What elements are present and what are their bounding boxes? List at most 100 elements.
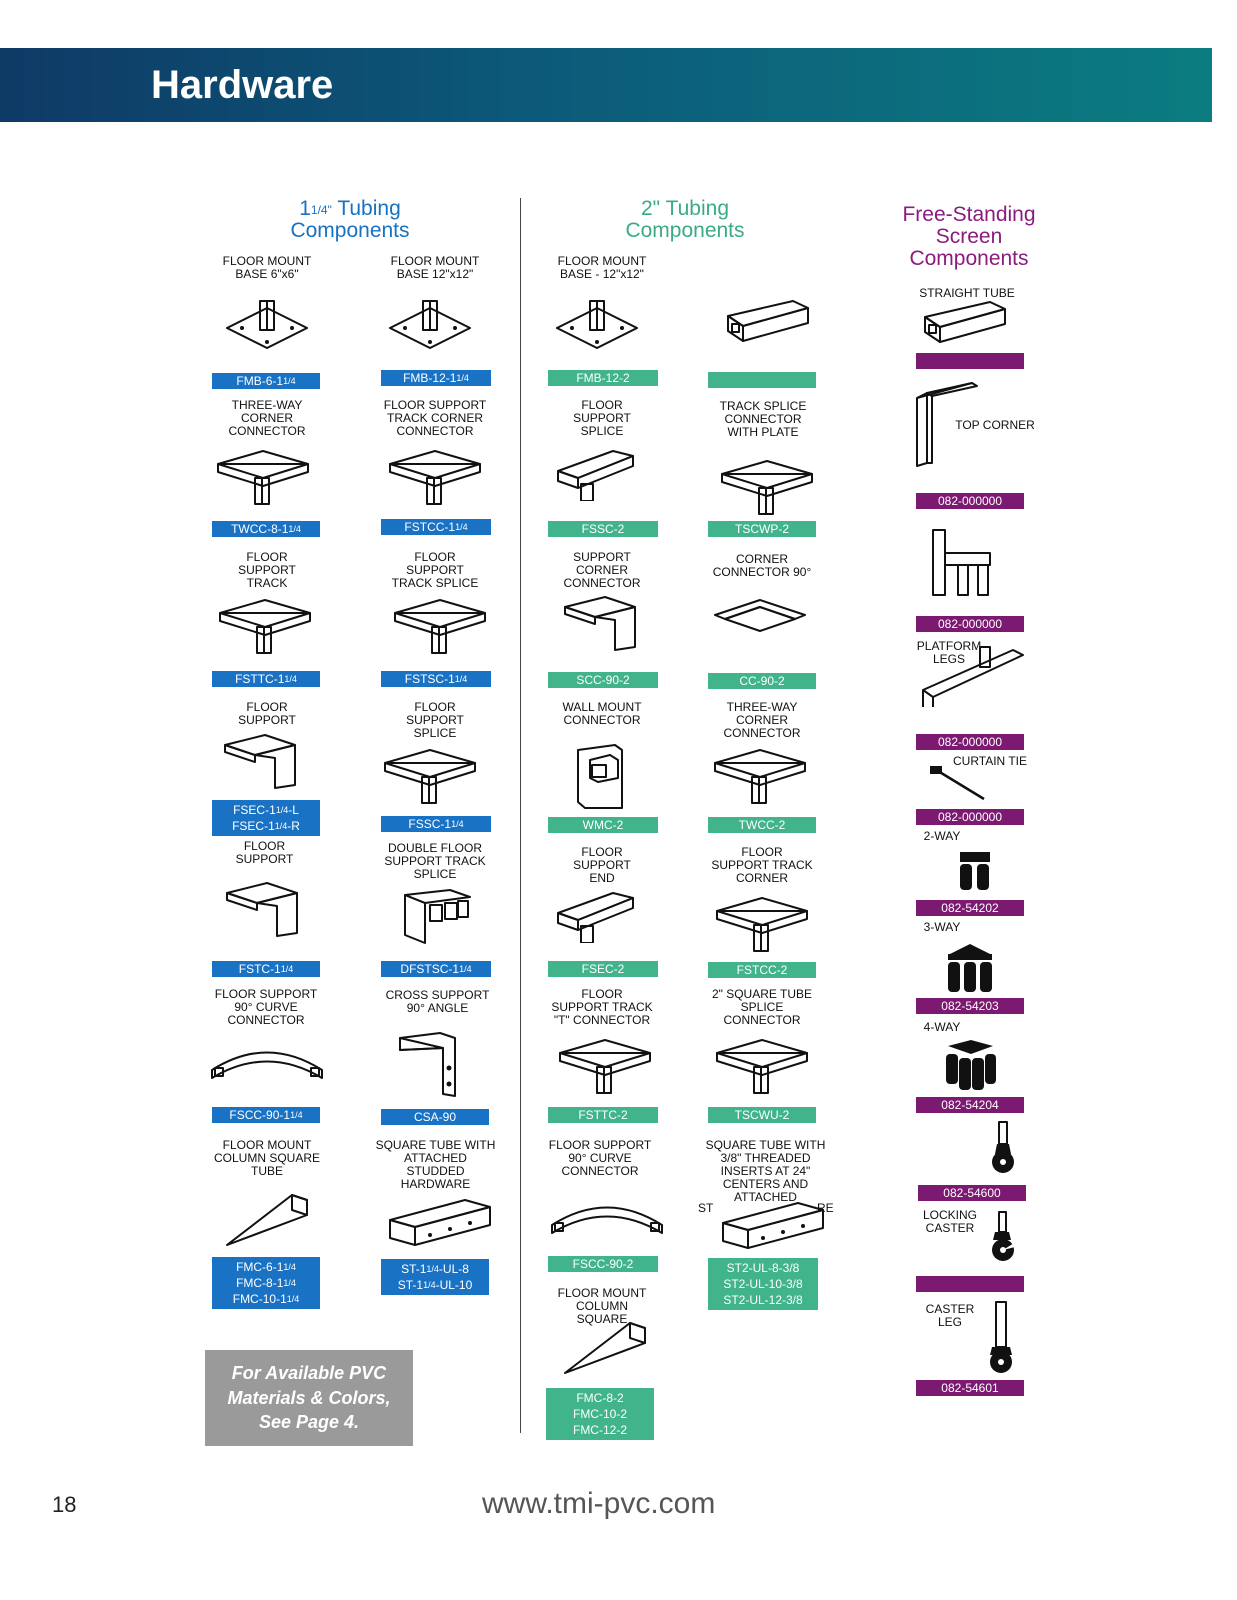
casterleg-part-illustration [982,1300,1022,1375]
heading-superscript: 1/4" [310,203,332,217]
product-label: LOCKING CASTER [922,1208,977,1235]
part-number-badge: 082-54600 [918,1185,1026,1201]
angle-part-illustration [710,595,810,635]
part-number-badge: 082-54203 [916,998,1024,1014]
part-number-badge: FSSC-2 [548,521,658,537]
part-number-badge: TWCC-8-11/4 [212,521,320,537]
part-number-badge: FSCC-90-11/4 [212,1107,320,1123]
part-number-badge: FMB-6-11/4 [212,373,320,389]
base-part-illustration [222,296,312,356]
product-label: FLOOR SUPPORT [235,839,294,866]
legs-part-illustration [918,645,1028,710]
part-number-badge: CC-90-2 [708,673,816,689]
tee-part-illustration [213,446,313,506]
part-number-badge: SCC-90-2 [548,672,658,688]
product-label: 4-WAY [923,1020,961,1034]
product-label: SQUARE TUBE WITH 3/8" THREADED INSERTS A… [705,1138,826,1204]
wheel4-part-illustration [943,1038,998,1093]
column-heading-free-standing: Free-Standing Screen Components [859,204,1079,270]
part-number-badge [916,1276,1024,1292]
tee-part-illustration [712,893,812,953]
part-number-badge: FSTCC-2 [708,962,816,978]
part-number-badge: FSTTC-11/4 [212,671,320,687]
product-label: FLOOR MOUNT BASE - 12"x12" [557,254,647,281]
product-label: FLOOR SUPPORT TRACK "T" CONNECTOR [551,987,653,1027]
wall-part-illustration [570,740,630,810]
tee-part-illustration [215,595,315,655]
part-number-badge: FSEC-2 [548,961,658,977]
part-number-badge: TSCWP-2 [708,521,816,537]
product-label: FLOOR SUPPORT [238,700,296,727]
part-number-badge: 082-000000 [916,809,1024,825]
product-label: FLOOR MOUNT BASE 6"x6" [222,254,312,281]
curve-part-illustration [207,1040,327,1080]
heading-text: Components [625,219,745,242]
product-label: WALL MOUNT CONNECTOR [562,700,642,727]
product-label: FLOOR SUPPORT TRACK SPLICE [391,550,479,590]
product-label: FLOOR SUPPORT TRACK CORNER [711,845,813,885]
pvc-materials-note: For Available PVC Materials & Colors, Se… [205,1350,413,1446]
lbar-part-illustration [395,1028,465,1098]
part-number-badge: FSSC-11/4 [381,816,491,832]
product-label: PLATFORM LEGS [916,639,982,666]
tube-part-illustration [920,297,1010,347]
column-heading-1-1-4-tubing: 11/4" Tubing Components [240,198,460,242]
heading-text: Free-Standing [902,203,1036,226]
tube-part-illustration [723,296,813,346]
heading-text: Components [909,247,1029,270]
product-label: SUPPORT CORNER CONNECTOR [563,550,641,590]
note-line: For Available PVC [231,1363,387,1383]
product-label: FLOOR MOUNT COLUMN SQUARE TUBE [213,1138,320,1178]
part-number-badge: 082-54601 [916,1380,1024,1396]
column-divider [520,198,521,1433]
page-number: 18 [52,1492,77,1517]
part-number-badge: WMC-2 [548,817,658,833]
note-line: See Page 4. [258,1412,360,1432]
product-label: FLOOR SUPPORT 90° CURVE CONNECTOR [214,987,318,1027]
part-number-badge: TSCWU-2 [708,1107,816,1123]
part-number-badge: FMB-12-11/4 [381,370,491,386]
part-number-badge: DFSTSC-11/4 [381,961,491,977]
bracket-part-illustration [560,592,640,652]
tframe-part-illustration [928,525,998,600]
caster-part-illustration [985,1120,1021,1175]
wheel2-part-illustration [955,850,995,900]
part-number-badge: 082-54202 [916,900,1024,916]
part-number-badge: 082-54204 [916,1097,1024,1113]
product-label: FLOOR SUPPORT TRACK [238,550,296,590]
product-label: FLOOR SUPPORT SPLICE [573,398,631,438]
product-label: FLOOR SUPPORT TRACK CORNER CONNECTOR [383,398,487,438]
note-line: Materials & Colors, [227,1387,391,1408]
double-part-illustration [400,885,475,945]
part-number-badge: FSTSC-11/4 [381,671,491,687]
tie-part-illustration [928,763,988,803]
bracket-part-illustration [222,878,302,938]
bracket-part-illustration [220,730,300,790]
product-label: STRAIGHT TUBE [919,286,1015,300]
part-number-badge: 082-000000 [916,493,1024,509]
base-part-illustration [552,296,642,356]
website-url[interactable]: www.tmi-pvc.com [482,1487,716,1520]
studs-part-illustration [718,1198,828,1253]
tee-part-illustration [712,1035,812,1095]
product-label: SQUARE TUBE WITH ATTACHED STUDDED HARDWA… [375,1138,496,1191]
channel-part-illustration [553,446,638,501]
product-label: CASTER LEG [925,1302,975,1329]
product-label: FLOOR SUPPORT END [573,845,631,885]
part-number-badge: FMB-12-2 [548,370,658,386]
product-label: CORNER CONNECTOR 90° [712,552,812,579]
clipped-label-left: ST [698,1201,714,1215]
channel-part-illustration [553,888,638,943]
product-label: 2" SQUARE TUBE SPLICE CONNECTOR [711,987,813,1027]
product-label: FLOOR MOUNT COLUMN SQUARE [557,1286,647,1326]
part-number-badge [708,372,816,388]
product-label: FLOOR SUPPORT SPLICE [406,700,464,740]
tee-part-illustration [390,595,490,655]
curve-part-illustration [547,1195,667,1235]
product-label: THREE-WAY CORNER CONNECTOR [723,700,801,740]
product-label: FLOOR MOUNT BASE 12"x12" [390,254,480,281]
part-number-badge: 082-000000 [916,734,1024,750]
